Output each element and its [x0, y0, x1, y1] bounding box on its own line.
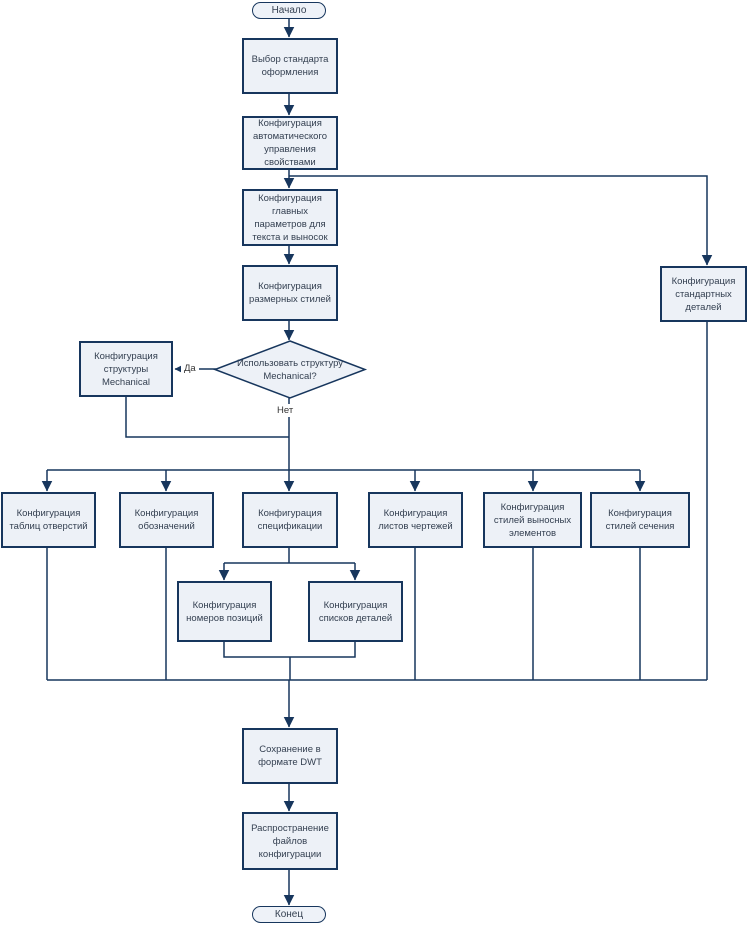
connector-lines: [41, 19, 713, 906]
node-detail-view-styles: Конфигурация стилей выносных элементов: [483, 492, 582, 548]
node-section-styles: Конфигурация стилей сечения: [590, 492, 690, 548]
node-save-dwt: Сохранение в формате DWT: [242, 728, 338, 784]
node-symbols: Конфигурация обозначений: [119, 492, 214, 548]
branch-label-yes: Да: [181, 362, 199, 375]
node-start: Начало: [252, 2, 326, 19]
node-dim-styles: Конфигурация размерных стилей: [242, 265, 338, 321]
decision-diamond: [212, 340, 368, 399]
node-balloon-numbers: Конфигурация номеров позиций: [177, 581, 272, 642]
node-auto-properties: Конфигурация автоматического управления …: [242, 116, 338, 170]
node-drawing-sheets: Конфигурация листов чертежей: [368, 492, 463, 548]
node-end: Конец: [252, 906, 326, 923]
node-distribute: Распространение файлов конфигурации: [242, 812, 338, 870]
node-main-text-params: Конфигурация главных параметров для текс…: [242, 189, 338, 246]
node-standard-parts: Конфигурация стандартных деталей: [660, 266, 747, 322]
node-bom: Конфигурация спецификации: [242, 492, 338, 548]
node-parts-lists: Конфигурация списков деталей: [308, 581, 403, 642]
decision-use-mechanical-label: Использовать структуру Mechanical?: [236, 357, 344, 382]
node-hole-tables: Конфигурация таблиц отверстий: [1, 492, 96, 548]
branch-label-no: Нет: [274, 404, 297, 417]
node-select-standard: Выбор стандарта оформления: [242, 38, 338, 94]
node-mechanical-structure: Конфигурация структуры Mechanical: [79, 341, 173, 397]
